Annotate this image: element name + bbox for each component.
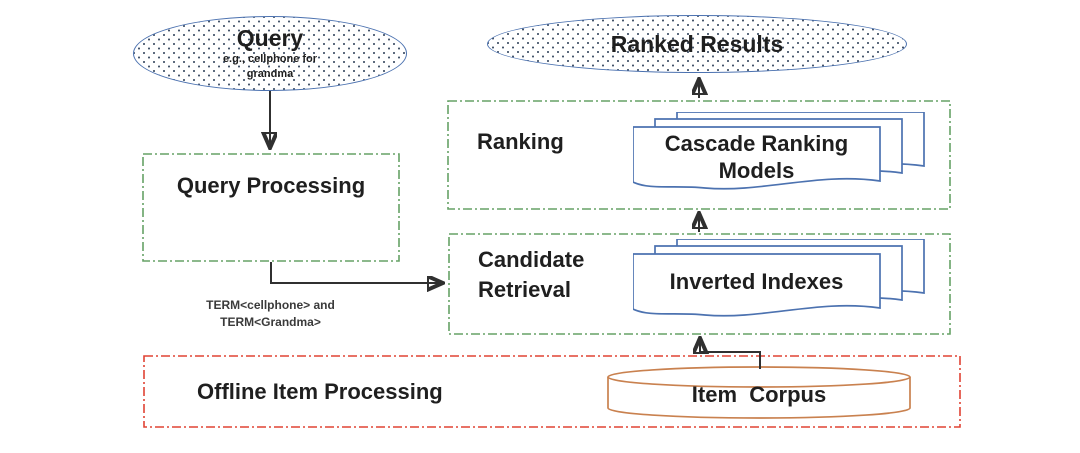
inverted-indexes-label: Inverted Indexes: [669, 269, 844, 295]
term-line-2: TERM<Grandma>: [220, 315, 321, 330]
query-title: Query: [236, 24, 304, 51]
cascade-ranking-models-stack: [633, 112, 925, 190]
item-corpus-cylinder: [607, 366, 911, 419]
ranking-box: Ranking: [447, 100, 951, 210]
inverted-indexes-stack: [633, 239, 925, 317]
cascade-ranking-models-text: Cascade Ranking Models: [664, 130, 849, 184]
ranking-label: Ranking: [477, 129, 564, 154]
query-subtitle: e.g., cellphone for grandma: [222, 52, 318, 80]
ranked-results-label: Ranked Results: [610, 30, 784, 57]
offline-item-processing-label: Offline Item Processing: [197, 379, 443, 404]
offline-item-processing-box: Offline Item Processing: [143, 355, 961, 428]
ranking-border: [447, 100, 951, 210]
candidate-retrieval-box: Candidate Retrieval: [448, 233, 951, 335]
arrow-query-processing-to-candidate-retrieval: [270, 262, 441, 283]
candidate-retrieval-label: Candidate Retrieval: [478, 247, 585, 302]
query-ellipse: Query e.g., cellphone for grandma: [133, 16, 407, 91]
term-annotation: TERM<cellphone> and TERM<Grandma>: [139, 297, 402, 332]
ranked-results-ellipse: Ranked Results: [487, 15, 907, 73]
offline-item-processing-border: [143, 355, 961, 428]
query-processing-box: Query Processing: [142, 153, 400, 262]
item-corpus-label: Item Corpus: [691, 382, 827, 407]
query-processing-border: [142, 153, 400, 262]
query-processing-label: Query Processing: [176, 173, 366, 198]
term-line-1: TERM<cellphone> and: [206, 298, 335, 312]
cascade-ranking-models-label: Cascade Ranking Models: [633, 129, 880, 185]
candidate-retrieval-border: [448, 233, 951, 335]
